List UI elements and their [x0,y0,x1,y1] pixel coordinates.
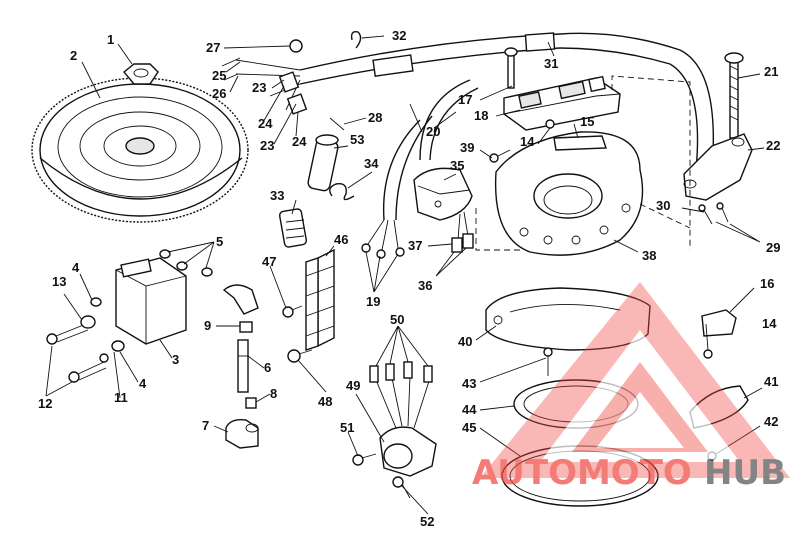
coil-screw-upper [46,297,102,345]
bracket-15 [553,135,607,151]
sensor-coil [413,167,474,253]
callout-16: 16 [760,276,774,291]
coil-screw-lower [68,340,125,383]
callout-44: 44 [462,402,477,417]
callout-labels: 1 2 3 4 4 5 6 7 8 9 11 12 13 14 14 15 16… [38,28,780,529]
callout-17: 17 [458,92,472,107]
assembly-lines [475,75,691,251]
callout-38: 38 [642,248,656,263]
spark-plug-terminal [237,339,257,409]
watermark-logo: AUTOMOTO HUB [472,282,790,493]
callout-45: 45 [462,420,476,435]
flywheel-part [31,77,249,223]
callout-36: 36 [418,278,432,293]
callout-37: 37 [408,238,422,253]
callout-15: 15 [580,114,594,129]
callout-21: 21 [764,64,778,79]
callout-11: 11 [114,390,128,405]
callout-12: 12 [38,396,52,411]
screws-29-30 [698,202,729,225]
screw-51 [352,453,377,466]
callout-6: 6 [264,360,271,375]
wiring-harness [235,32,715,221]
wire-leads-19 [361,219,405,259]
callout-9: 9 [204,318,211,333]
callout-23-upper: 23 [252,80,266,95]
callout-43: 43 [462,376,476,391]
callout-35: 35 [450,158,464,173]
callout-34: 34 [364,156,379,171]
watermark-text-hub: HUB [704,453,786,493]
callout-2: 2 [70,48,77,63]
callout-41: 41 [764,374,778,389]
callout-4-lower: 4 [139,376,147,391]
callout-14-upper: 14 [520,134,535,149]
callout-27: 27 [206,40,220,55]
callout-25: 25 [212,68,226,83]
callout-51: 51 [340,420,354,435]
callout-23-lower: 23 [260,138,274,153]
screw-21 [724,52,744,139]
retainer-clip-16 [701,309,737,337]
callout-47: 47 [262,254,276,269]
callout-5: 5 [216,234,223,249]
callout-1: 1 [107,32,114,47]
callout-33: 33 [270,188,284,203]
wire-terminals [221,39,308,115]
callout-30: 30 [656,198,670,213]
callout-13: 13 [52,274,66,289]
armature-plate [485,287,651,351]
screw-17 [504,47,518,89]
callout-29: 29 [766,240,780,255]
callout-24-right: 24 [292,134,307,149]
callout-22: 22 [766,138,780,153]
callout-42: 42 [764,414,778,429]
screw-47 [282,305,303,318]
callout-28: 28 [368,110,382,125]
spring-clip [329,183,355,201]
callout-53: 53 [350,132,364,147]
trigger-module [503,75,621,131]
spark-plug-boot-upper [222,284,259,333]
callout-32: 32 [392,28,406,43]
screw-48 [287,349,313,363]
suppressor-33 [278,208,308,248]
callout-52: 52 [420,514,434,529]
leader-lines [45,35,765,515]
tube-53 [307,117,345,192]
callout-8: 8 [270,386,277,401]
wire-clip [350,30,362,49]
callout-39: 39 [460,140,474,155]
callout-46: 46 [334,232,348,247]
screw-14b [703,349,713,359]
spark-plug-boot-lower [225,418,259,449]
callout-31: 31 [544,56,558,71]
callout-26: 26 [212,86,226,101]
timer-base-plate [494,131,644,256]
mount-bracket-22 [683,133,753,201]
ignition-coil-part [115,257,187,345]
screw-39 [489,149,511,163]
screw-52 [392,476,411,499]
callout-20: 20 [426,124,440,139]
screw-43 [543,347,553,376]
callout-50: 50 [390,312,404,327]
callout-19: 19 [366,294,380,309]
callout-48: 48 [318,394,332,409]
callout-14-lower: 14 [762,316,777,331]
terminal-block [305,248,335,351]
callout-49: 49 [346,378,360,393]
callout-24-left: 24 [258,116,273,131]
callout-18: 18 [474,108,488,123]
watermark-text-automoto: AUTOMOTO [472,453,692,493]
screw-14a [545,119,555,129]
callout-7: 7 [202,418,209,433]
callout-40: 40 [458,334,472,349]
flywheel-nut-part [123,63,159,85]
rectifier-49 [369,361,437,477]
callout-3: 3 [172,352,179,367]
callout-4-upper: 4 [72,260,80,275]
